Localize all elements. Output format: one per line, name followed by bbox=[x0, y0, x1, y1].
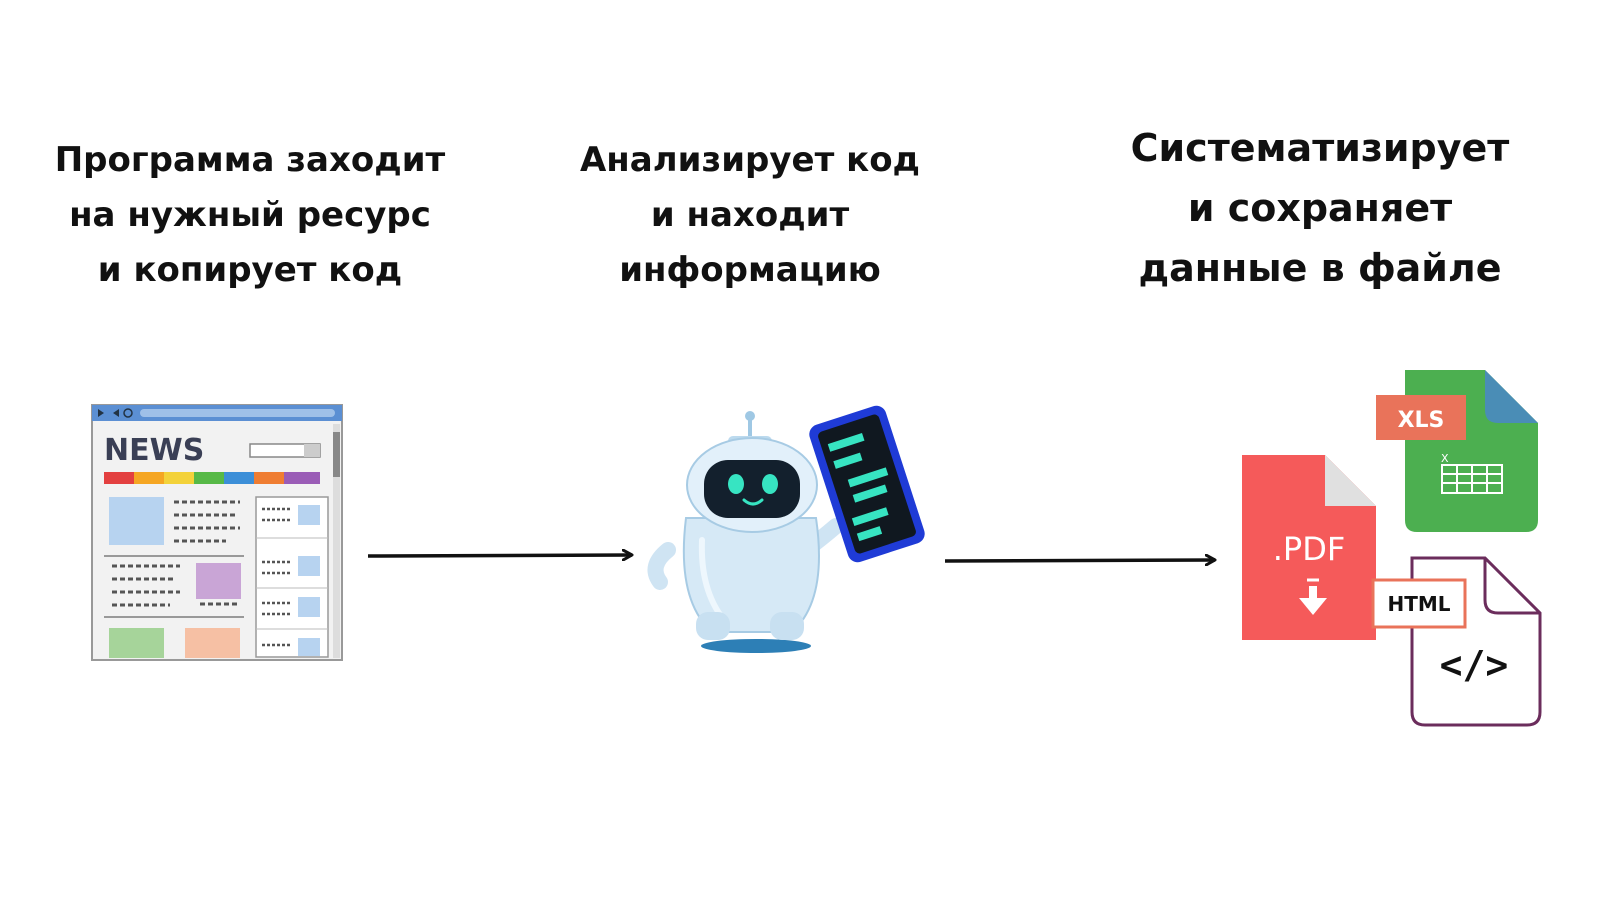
step-3-line-1: Систематизирует bbox=[1130, 126, 1510, 170]
download-arrow-icon bbox=[1299, 578, 1327, 615]
step-3-line-3: данные в файле bbox=[1138, 246, 1502, 290]
step-1-text: Программа заходит на нужный ресурс и коп… bbox=[20, 133, 480, 298]
news-logo-text: NEWS bbox=[104, 433, 204, 468]
step-2-text: Анализирует код и находит информацию bbox=[520, 133, 980, 298]
html-code-glyph: </> bbox=[1440, 643, 1509, 687]
arrow-2-to-3 bbox=[944, 560, 1215, 561]
step-3-text: Систематизирует и сохраняет данные в фай… bbox=[1090, 118, 1550, 298]
step-2-line-1: Анализирует код bbox=[579, 140, 921, 180]
html-file-icon: HTML </> bbox=[1371, 556, 1542, 727]
robot-with-tablet-icon bbox=[647, 405, 925, 653]
xls-file-icon: XLS X bbox=[1376, 370, 1538, 532]
news-browser-icon: NEWS bbox=[91, 404, 343, 661]
step-3-line-2: и сохраняет bbox=[1187, 186, 1453, 230]
step-1-line-1: Программа заходит bbox=[54, 140, 446, 180]
step-1-line-2: на нужный ресурс bbox=[69, 195, 431, 235]
xls-label: XLS bbox=[1398, 408, 1445, 433]
pdf-file-icon: .PDF bbox=[1242, 455, 1376, 640]
arrow-1-to-2 bbox=[367, 555, 632, 556]
svg-text:X: X bbox=[1441, 452, 1449, 465]
step-1-line-3: и копирует код bbox=[97, 250, 403, 290]
step-2-line-2: и находит bbox=[650, 195, 850, 235]
pdf-label: .PDF bbox=[1273, 530, 1346, 568]
html-label: HTML bbox=[1387, 592, 1450, 616]
step-2-line-3: информацию bbox=[619, 250, 881, 290]
